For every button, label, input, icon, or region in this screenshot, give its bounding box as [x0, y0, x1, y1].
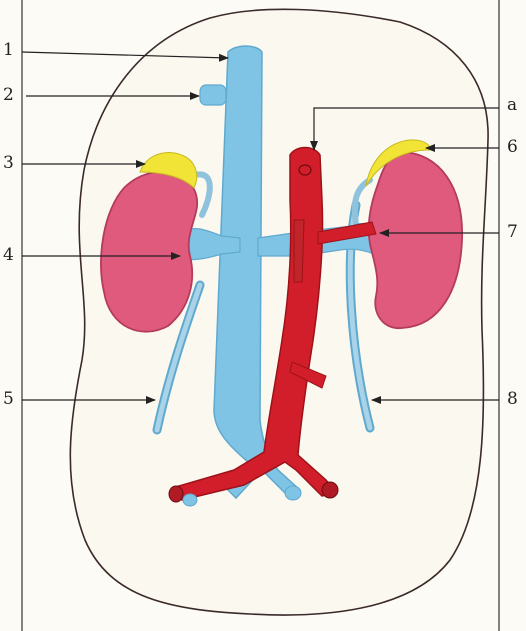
label-a: a: [507, 97, 517, 114]
vena-cava-side-stub: [200, 85, 226, 105]
label-3: 3: [3, 155, 14, 172]
label-5: 5: [3, 391, 14, 408]
left-iliac-vein-end: [183, 494, 197, 506]
label-2: 2: [3, 87, 14, 104]
label-4: 4: [3, 247, 14, 264]
label-7: 7: [507, 224, 518, 241]
label-6: 6: [507, 139, 518, 156]
label-8: 8: [507, 391, 518, 408]
aorta-opening: [299, 165, 311, 175]
label-1: 1: [3, 42, 14, 59]
left-iliac-artery-end: [169, 486, 183, 502]
left-renal-artery: [294, 220, 304, 282]
right-iliac-artery-end: [322, 482, 338, 498]
right-iliac-vein-end: [285, 486, 301, 500]
